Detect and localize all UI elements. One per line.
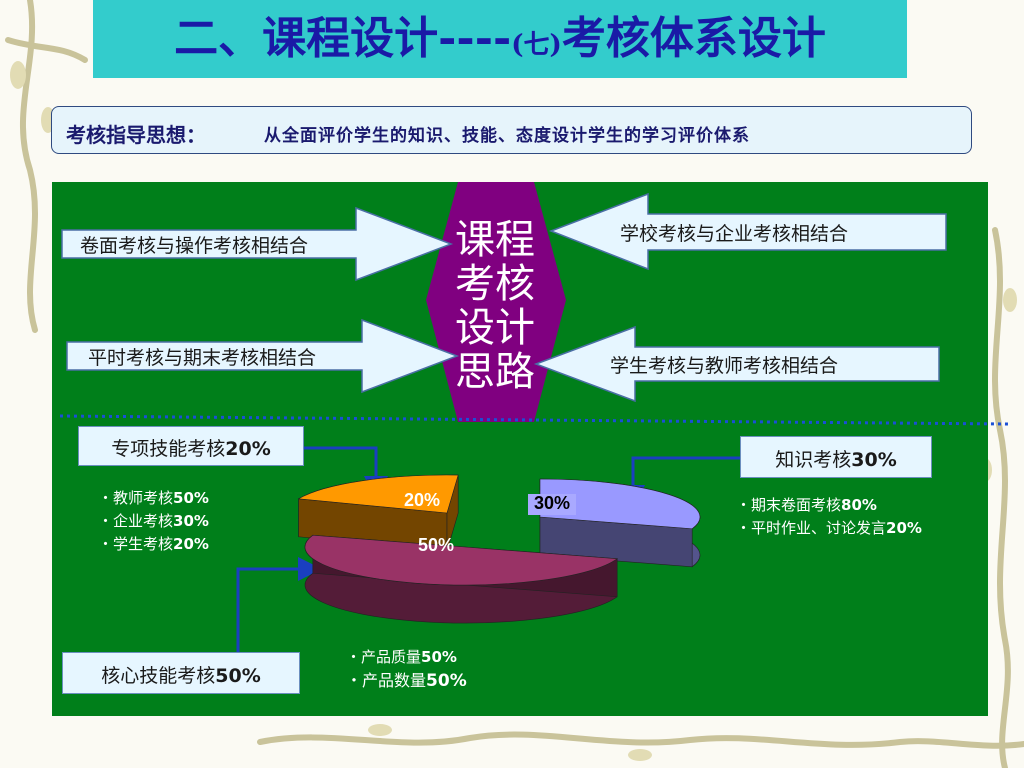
knowledge-box: 知识考核30% — [740, 436, 932, 478]
pie-slice-1 — [297, 474, 459, 514]
core-line-3: 设计 — [455, 305, 535, 351]
page-title: 二、课程设计----(七)考核体系设计 — [93, 4, 907, 80]
title-rest: 考核体系设计 — [561, 13, 826, 64]
guiding-idea-text: 从全面评价学生的知识、技能、态度设计学生的学习评价体系 — [264, 126, 750, 146]
principle-1: 卷面考核与操作考核相结合 — [80, 235, 309, 257]
connector-special — [304, 446, 388, 500]
core-skill-box: 核心技能考核50% — [62, 652, 300, 694]
arrow-left-bottom — [533, 325, 940, 403]
list-item: ・期末卷面考核80% — [736, 496, 877, 514]
principle-2: 平时考核与期末考核相结合 — [88, 347, 317, 369]
core-title: 课程 考核 设计 思路 — [440, 218, 550, 394]
core-line-1: 课程 — [455, 217, 535, 263]
core-skill-list: ・产品质量50% ・产品数量50% — [346, 646, 467, 693]
pie-label-1: 20% — [404, 490, 440, 510]
title-bar — [93, 0, 907, 78]
arrow-right-top — [61, 206, 454, 282]
pie-label-2: 30% — [534, 493, 570, 513]
core-line-2: 考核 — [455, 261, 535, 307]
pie-label-bg-2 — [528, 494, 576, 515]
special-skill-pct: 20% — [225, 438, 271, 460]
pie-slice-2 — [539, 478, 701, 530]
list-item: ・产品数量50% — [346, 671, 467, 691]
core-line-4: 思路 — [455, 349, 535, 395]
principle-3: 学校考核与企业考核相结合 — [620, 223, 849, 245]
title-main: 二、课程设计---- — [174, 13, 512, 64]
core-skill-pct: 50% — [215, 665, 261, 687]
list-item: ・平时作业、讨论发言20% — [736, 519, 922, 537]
connector-knowledge — [621, 456, 740, 509]
knowledge-list: ・期末卷面考核80% ・平时作业、讨论发言20% — [736, 494, 922, 540]
pie-label-3: 50% — [418, 535, 454, 555]
special-skill-list: ・教师考核50% ・企业考核30% ・学生考核20% — [98, 487, 209, 556]
special-skill-label: 专项技能考核 — [111, 438, 226, 460]
knowledge-label: 知识考核 — [775, 449, 852, 471]
principle-4: 学生考核与教师考核相结合 — [610, 355, 839, 377]
special-skill-box: 专项技能考核20% — [78, 426, 304, 466]
connector-core — [236, 557, 322, 652]
knowledge-pct: 30% — [851, 449, 897, 471]
pie-slice-3 — [304, 534, 619, 586]
arrow-left-top — [548, 192, 947, 271]
guiding-idea-label: 考核指导思想： — [66, 123, 206, 147]
core-hexagon — [426, 182, 566, 422]
core-skill-label: 核心技能考核 — [101, 665, 216, 687]
list-item: ・学生考核20% — [98, 535, 209, 553]
title-paren: (七) — [511, 30, 562, 60]
list-item: ・企业考核30% — [98, 512, 209, 530]
guiding-idea-box: 考核指导思想： 从全面评价学生的知识、技能、态度设计学生的学习评价体系 — [51, 106, 972, 154]
arrow-right-bottom — [66, 318, 460, 394]
list-item: ・教师考核50% — [98, 489, 209, 507]
list-item: ・产品质量50% — [346, 648, 457, 666]
